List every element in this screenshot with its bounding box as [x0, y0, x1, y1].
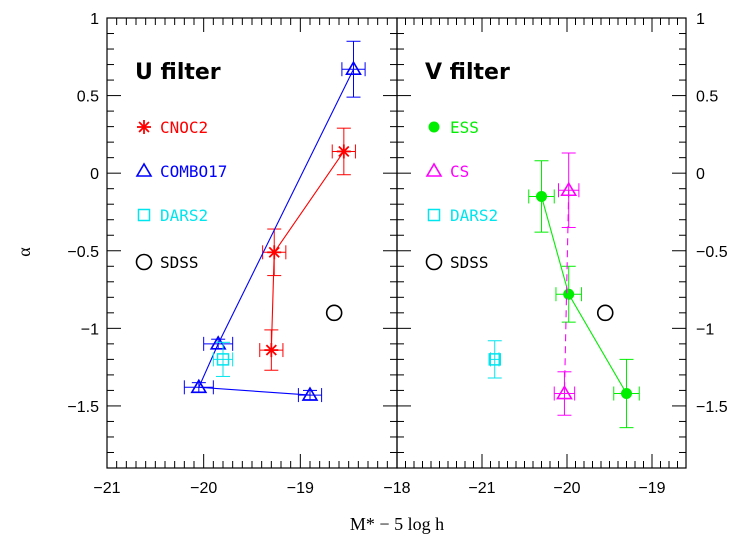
- legend-label: ESS: [450, 118, 479, 137]
- series-sdss: [325, 304, 343, 322]
- legend-marker: [137, 208, 151, 222]
- plot-frame: [396, 17, 687, 469]
- data-point: [536, 190, 547, 202]
- y-tick-label: 0.5: [77, 89, 99, 106]
- data-point: [345, 60, 362, 76]
- legend-label: DARS2: [160, 206, 208, 225]
- x-tick-label: −19: [638, 480, 665, 497]
- x-tick-label: −19: [287, 480, 314, 497]
- legend-item-dars2: DARS2: [427, 206, 498, 225]
- legend-marker: [427, 208, 441, 222]
- y-tick-label: −0.5: [696, 244, 728, 261]
- legend-label: SDSS: [450, 253, 489, 272]
- legend-label: COMBO17: [160, 162, 227, 181]
- panel-title: V filter: [425, 60, 510, 85]
- y-tick-label: 1: [90, 11, 99, 28]
- series-cnoc2: [259, 127, 356, 371]
- x-tick-label: −20: [190, 480, 217, 497]
- series-combo17: [183, 40, 366, 403]
- data-point: [190, 378, 208, 394]
- y-tick-label: −0.5: [67, 244, 99, 261]
- y-tick-label: −1: [81, 321, 99, 338]
- data-point: [560, 181, 578, 197]
- data-point: [267, 245, 282, 260]
- legend-marker: [137, 120, 151, 134]
- series-cs: [553, 152, 580, 416]
- y-tick-label: 0: [696, 166, 705, 183]
- data-point: [563, 288, 575, 300]
- data-point: [596, 304, 614, 322]
- data-point: [621, 388, 632, 400]
- data-point: [264, 343, 279, 358]
- series-dars2: [487, 340, 502, 379]
- data-point-stroke: [265, 344, 277, 356]
- legend-marker: [135, 162, 153, 177]
- panel-1: −21 −20 −19 −18 1 0.5 0 −0.5 −1 −1.5 U filterCNOC2…: [67, 11, 410, 497]
- y-tick-label: −1.5: [67, 399, 99, 416]
- legend-label: SDSS: [160, 253, 199, 272]
- legend-item-sdss: SDSS: [425, 253, 489, 272]
- legend-item-cs: CS: [425, 162, 469, 181]
- x-tick-label: −21: [93, 480, 120, 497]
- x-tick-label: −21: [468, 480, 495, 497]
- legend-label: CNOC2: [160, 118, 208, 137]
- data-point: [488, 353, 501, 366]
- x-tick-label: −20: [553, 480, 580, 497]
- legend-label: DARS2: [450, 206, 498, 225]
- x-tick-label: −18: [383, 480, 410, 497]
- series-line: [540, 196, 627, 394]
- legend-marker: [425, 162, 443, 177]
- data-point: [209, 335, 227, 350]
- panel-title: U filter: [135, 60, 221, 85]
- series-dars2: [212, 341, 234, 377]
- legend-item-sdss: SDSS: [135, 253, 199, 272]
- data-point: [556, 384, 573, 400]
- y-tick-label: −1: [696, 321, 714, 338]
- panels-group: −21 −20 −19 −18 1 0.5 0 −0.5 −1 −1.5 U filterCNOC2…: [67, 11, 727, 497]
- y-tick-label: 0.5: [696, 89, 718, 106]
- data-point: [336, 144, 351, 159]
- legend-marker: [135, 253, 153, 271]
- y-tick-label: 0: [90, 166, 99, 183]
- y-tick-label: −1.5: [696, 399, 728, 416]
- series-ess: [528, 160, 640, 429]
- y-tick-label: 1: [696, 11, 705, 28]
- data-point-stroke: [338, 145, 350, 158]
- legend-marker: [425, 253, 443, 271]
- legend-item-combo17: COMBO17: [135, 162, 227, 181]
- data-point: [301, 386, 319, 401]
- legend-marker: [428, 121, 440, 133]
- data-point: [216, 353, 230, 366]
- series-line: [563, 190, 570, 394]
- series-sdss: [596, 304, 614, 322]
- series-line: [198, 68, 354, 396]
- data-point-stroke: [268, 246, 280, 258]
- y-axis-label: α: [14, 247, 34, 257]
- x-axis-label: M* − 5 log h: [350, 514, 444, 534]
- legend-label: CS: [450, 162, 469, 181]
- legend-item-cnoc2: CNOC2: [137, 118, 208, 137]
- data-point: [325, 304, 343, 322]
- legend-item-ess: ESS: [428, 118, 479, 137]
- legend-item-dars2: DARS2: [137, 206, 208, 225]
- legend-marker-stroke: [138, 121, 150, 133]
